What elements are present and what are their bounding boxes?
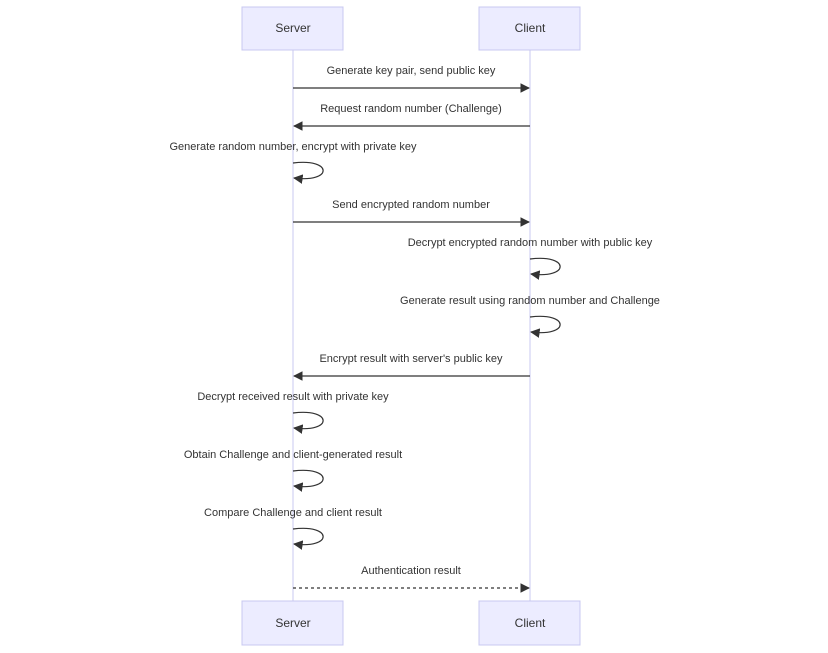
message: Request random number (Challenge) xyxy=(293,103,530,131)
message-self: Compare Challenge and client result xyxy=(204,507,382,550)
actor-label: Server xyxy=(275,616,310,630)
actor-server-bottom: Server xyxy=(241,600,344,646)
message: Authentication result xyxy=(293,565,530,593)
actor-client-bottom: Client xyxy=(478,600,581,646)
message-label: Generate random number, encrypt with pri… xyxy=(169,141,417,153)
message-label: Decrypt encrypted random number with pub… xyxy=(408,237,653,249)
actor-client-top: Client xyxy=(478,6,581,51)
message-label: Obtain Challenge and client-generated re… xyxy=(184,449,402,461)
message-label: Encrypt result with server's public key xyxy=(319,353,503,365)
message-self: Obtain Challenge and client-generated re… xyxy=(184,449,402,492)
actor-server-top: Server xyxy=(241,6,344,51)
self-loop-arrow xyxy=(292,161,324,184)
message-self: Generate random number, encrypt with pri… xyxy=(169,141,417,184)
self-loop-arrow xyxy=(292,527,324,550)
message-label: Compare Challenge and client result xyxy=(204,507,382,519)
message-label: Send encrypted random number xyxy=(332,199,490,211)
message-self: Decrypt encrypted random number with pub… xyxy=(408,237,653,280)
message-label: Generate result using random number and … xyxy=(400,295,660,307)
message-label: Decrypt received result with private key xyxy=(197,391,389,403)
message: Encrypt result with server's public key xyxy=(293,353,530,381)
message-self: Decrypt received result with private key xyxy=(197,391,389,434)
message-label: Generate key pair, send public key xyxy=(327,65,496,77)
actor-label: Client xyxy=(515,616,546,630)
message-label: Authentication result xyxy=(361,565,461,577)
actor-label: Server xyxy=(275,21,310,35)
message-self: Generate result using random number and … xyxy=(400,295,660,338)
actor-label: Client xyxy=(515,21,546,35)
self-loop-arrow xyxy=(292,411,324,434)
message: Send encrypted random number xyxy=(293,199,530,227)
self-loop-arrow xyxy=(529,315,561,338)
self-loop-arrow xyxy=(529,257,561,280)
message: Generate key pair, send public key xyxy=(293,65,530,93)
self-loop-arrow xyxy=(292,469,324,492)
message-label: Request random number (Challenge) xyxy=(320,103,502,115)
